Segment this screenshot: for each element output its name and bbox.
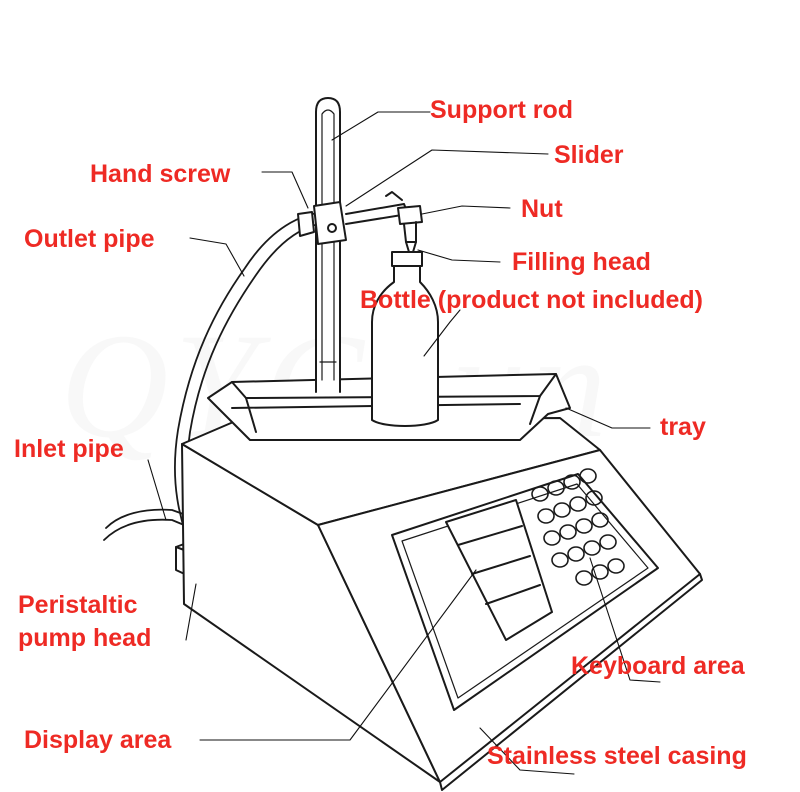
label-inlet-pipe: Inlet pipe — [14, 435, 124, 463]
support-rod-drawing — [315, 97, 341, 393]
inlet-pipe-drawing — [103, 508, 201, 541]
slider-drawing — [297, 191, 409, 245]
label-hand-screw: Hand screw — [90, 160, 231, 188]
label-peristaltic-line2: pump head — [18, 624, 152, 652]
label-nut: Nut — [521, 195, 563, 223]
machine-body-drawing — [181, 417, 703, 791]
label-outlet-pipe: Outlet pipe — [24, 225, 155, 253]
label-support-rod: Support rod — [430, 96, 574, 124]
leader-lines — [147, 111, 661, 775]
filling-head-drawing — [397, 205, 423, 253]
bottle-drawing — [371, 251, 439, 427]
display-screen-drawing — [445, 499, 553, 641]
label-casing: Stainless steel casing — [487, 742, 747, 770]
label-tray: tray — [660, 413, 706, 441]
keyboard-buttons-drawing — [531, 468, 625, 586]
label-keyboard-area: Keyboard area — [571, 652, 745, 680]
label-display-area: Display area — [24, 726, 172, 754]
label-bottle: Bottle (product not included) — [360, 286, 704, 314]
label-filling-head: Filling head — [512, 248, 651, 276]
label-peristaltic-line1: Peristaltic — [18, 591, 138, 619]
label-slider: Slider — [554, 141, 624, 169]
